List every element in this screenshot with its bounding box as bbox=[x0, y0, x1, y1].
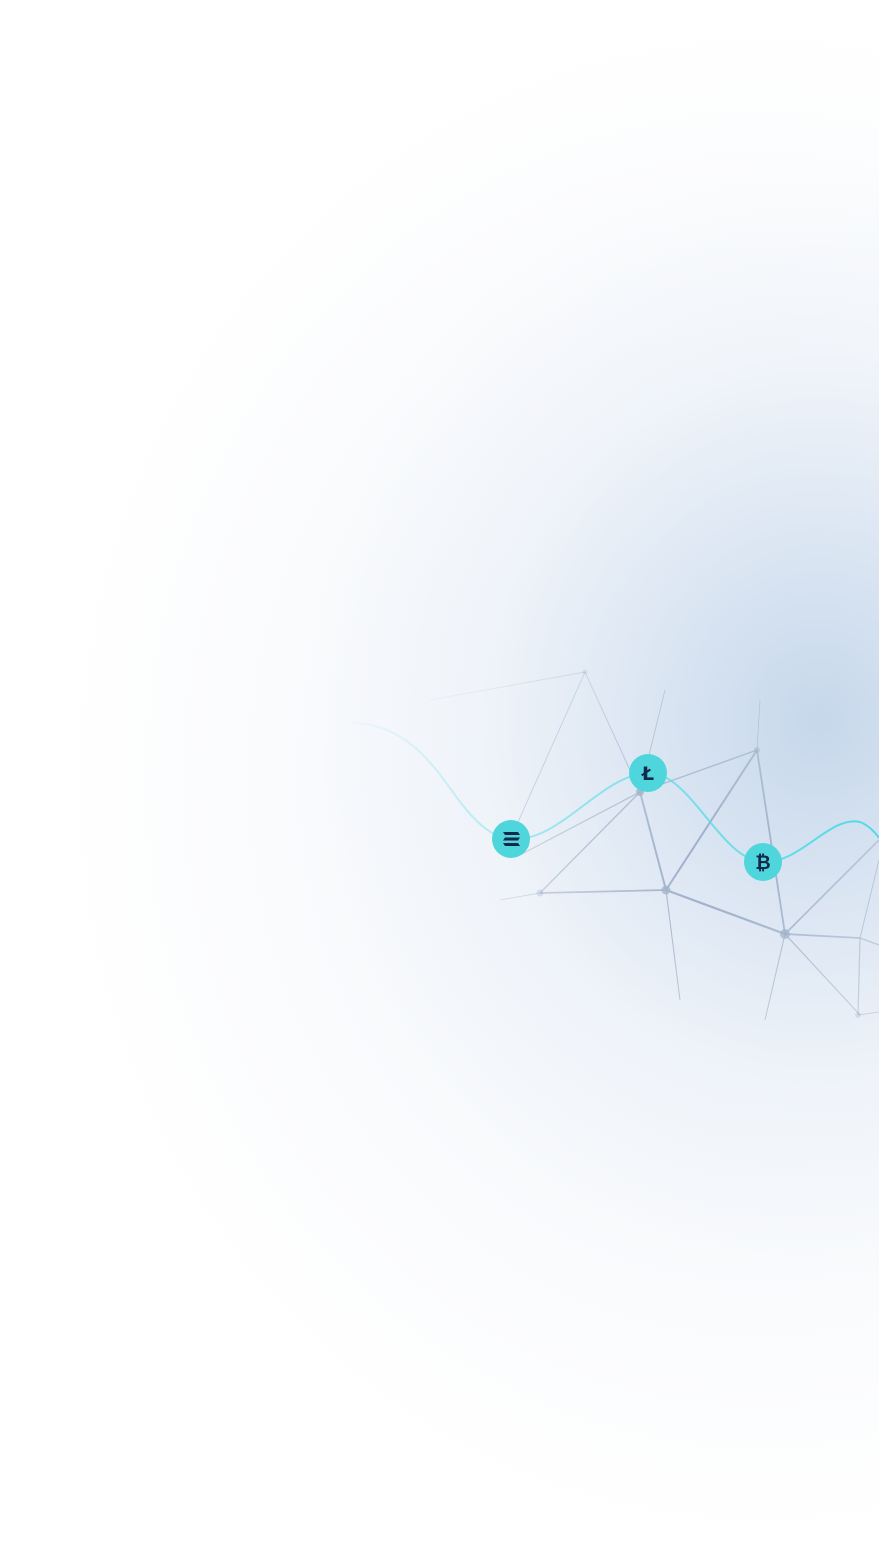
coin-badge-solana bbox=[492, 820, 530, 858]
bitcoin-icon: ₿ bbox=[755, 852, 770, 874]
price-wave-line bbox=[339, 721, 879, 864]
litecoin-icon: Ł bbox=[641, 763, 654, 785]
solana-icon bbox=[503, 832, 520, 846]
coin-badge-litecoin: Ł bbox=[629, 754, 667, 792]
litecoin-badge-circle bbox=[629, 754, 667, 792]
network-nodes bbox=[536, 669, 861, 1018]
coin-badge-bitcoin: ₿ bbox=[744, 843, 782, 881]
bitcoin-badge-circle bbox=[744, 843, 782, 881]
network-mesh bbox=[429, 671, 879, 1021]
